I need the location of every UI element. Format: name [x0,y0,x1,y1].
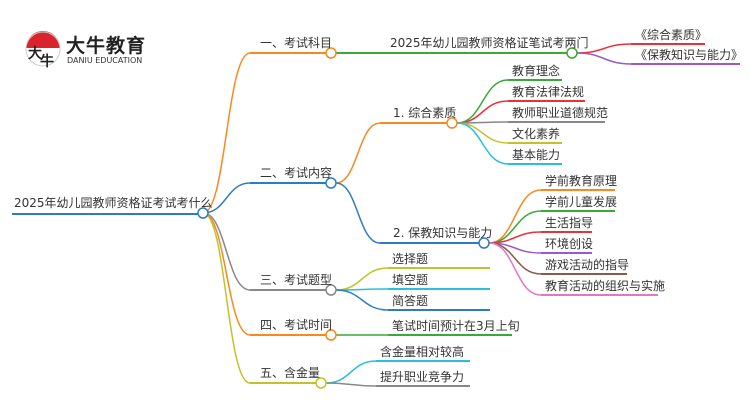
connector [335,289,389,311]
connector [202,212,251,291]
collapse-toggle[interactable] [325,47,337,59]
collapse-toggle[interactable] [478,237,490,249]
connector [456,100,509,124]
node-label[interactable]: 文化素养 [512,127,561,141]
node-label[interactable]: 教师职业道德规范 [512,106,609,120]
branch-label[interactable]: 三、考试题型 [260,273,333,287]
node-label[interactable]: 学前教育原理 [545,174,618,188]
node-label[interactable]: 游戏活动的指导 [545,258,630,272]
connector [202,212,251,336]
node-label[interactable]: 基本能力 [512,148,561,162]
connector [576,52,632,65]
branch-label[interactable]: 四、考试时间 [260,318,333,332]
connector [335,182,381,244]
node-label[interactable]: 含金量相对较高 [380,345,465,359]
node-label[interactable]: 笔试时间预计在3月上旬 [392,319,520,333]
node-label[interactable]: 填空题 [392,273,429,287]
svg-text:牛: 牛 [40,53,54,70]
node-label[interactable]: 简答题 [392,294,429,308]
collapse-toggle[interactable] [566,47,578,59]
collapse-toggle[interactable] [325,177,337,189]
connector [202,52,251,214]
logo: 大 牛 大牛教育 DANIU EDUCATION [22,28,172,70]
node-label[interactable]: 2025年幼儿园教师资格证笔试考两门 [390,36,589,50]
root-node-label[interactable]: 2025年幼儿园教师资格证考试考什么 [14,196,213,210]
svg-text:大: 大 [28,45,42,62]
connector [335,267,389,291]
logo-brand-cn: 大牛教育 [66,35,147,57]
node-label[interactable]: 2. 保教知识与能力 [393,226,493,240]
collapse-toggle[interactable] [197,207,209,219]
logo-brand-en: DANIU EDUCATION [67,56,143,65]
connector [202,182,251,214]
node-label[interactable]: 生活指导 [545,216,594,230]
node-label[interactable]: 环境创设 [545,237,594,251]
node-label[interactable]: 提升职业竞争力 [380,370,465,384]
node-label[interactable]: 教育理念 [512,64,561,78]
branch-label[interactable]: 五、含金量 [260,366,321,380]
connector [488,189,542,244]
branch-label[interactable]: 一、考试科目 [260,36,333,50]
node-label[interactable]: 教育活动的组织与实施 [545,279,666,293]
connector [325,382,377,387]
node-label[interactable]: 教育法律法规 [512,85,585,99]
connector [202,212,251,384]
branch-label[interactable]: 二、考试内容 [260,166,333,180]
connector [325,360,377,384]
collapse-toggle[interactable] [446,117,458,129]
connector [456,122,509,165]
node-label[interactable]: 《综合素质》 [635,28,708,42]
connector [335,122,381,184]
connector [488,242,542,296]
collapse-toggle[interactable] [315,377,327,389]
collapse-toggle[interactable] [325,284,337,296]
connector [456,122,509,144]
logo-mark-icon: 大 牛 [25,31,61,70]
node-label[interactable]: 《保教知识与能力》 [635,48,744,62]
node-label[interactable]: 选择题 [392,252,429,266]
node-label[interactable]: 1. 综合素质 [393,106,457,120]
collapse-toggle[interactable] [325,329,337,341]
node-label[interactable]: 学前儿童发展 [545,195,618,209]
